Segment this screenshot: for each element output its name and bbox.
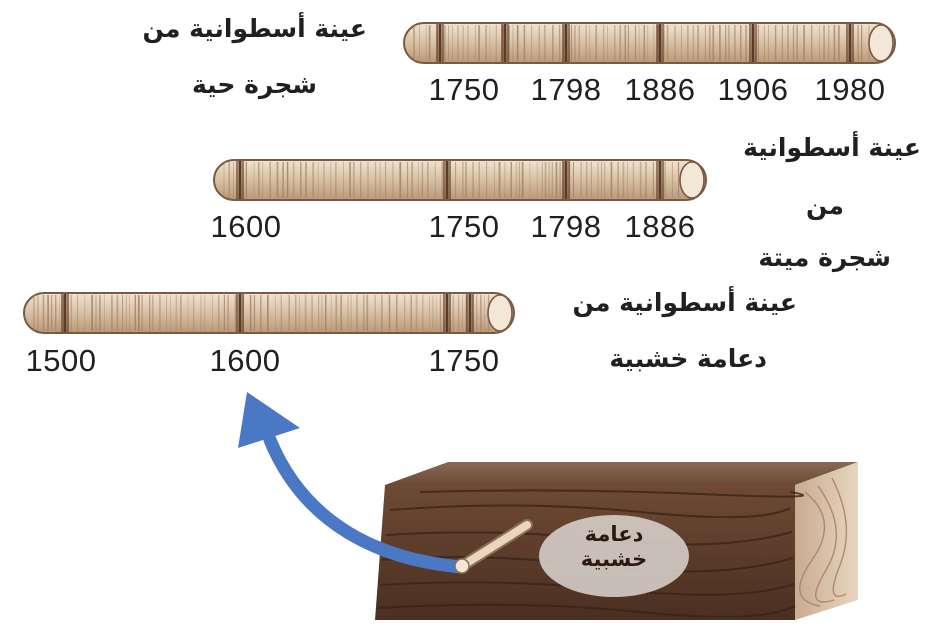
- beam-year-2: 1600: [209, 343, 281, 378]
- living-core-label-line2: شجرة حية: [192, 70, 317, 99]
- log-end-face: [795, 462, 858, 620]
- living-year-2: 1798: [530, 72, 602, 107]
- core-end-cap: [868, 24, 894, 62]
- dead-year-1: 1600: [210, 209, 282, 244]
- beam-core-label-line1: عينة أسطوانية من: [572, 288, 797, 317]
- dead-core-label-line1: عينة أسطوانية: [743, 133, 921, 162]
- dead-year-4: 1886: [624, 209, 696, 244]
- living-year-3: 1886: [624, 72, 696, 107]
- core-body: [213, 159, 707, 201]
- living-year-4: 1906: [717, 72, 789, 107]
- log-label-line1: دعامة: [584, 522, 644, 546]
- beam-year-1: 1500: [25, 343, 97, 378]
- core-body: [23, 292, 515, 334]
- log-end-rings: [799, 477, 848, 607]
- core-end-cap: [487, 294, 513, 332]
- beam-core-label-line2: دعامة خشبية: [609, 344, 767, 373]
- living-core-label-line1: عينة أسطوانية من: [142, 14, 367, 43]
- drilled-core-stick: [454, 519, 533, 574]
- dead-year-3: 1798: [530, 209, 602, 244]
- dead-core-label-line2: من: [806, 191, 844, 220]
- core-body: [403, 22, 896, 64]
- dead-core-label-line3: شجرة ميتة: [758, 243, 891, 272]
- log-top-face: [385, 462, 858, 485]
- wooden-beam-core: [23, 292, 515, 334]
- beam-year-3: 1750: [428, 343, 500, 378]
- core-end-cap: [679, 161, 705, 199]
- dead-year-2: 1750: [428, 209, 500, 244]
- log-label-line2: خشبية: [580, 547, 648, 572]
- living-year-5: 1980: [814, 72, 886, 107]
- log-label: دعامة خشبية: [574, 522, 654, 572]
- living-year-1: 1750: [428, 72, 500, 107]
- sample-arrow: [238, 392, 469, 574]
- beam-label-highlight: [539, 515, 689, 597]
- living-tree-core: [403, 22, 896, 64]
- dead-tree-core: [213, 159, 707, 201]
